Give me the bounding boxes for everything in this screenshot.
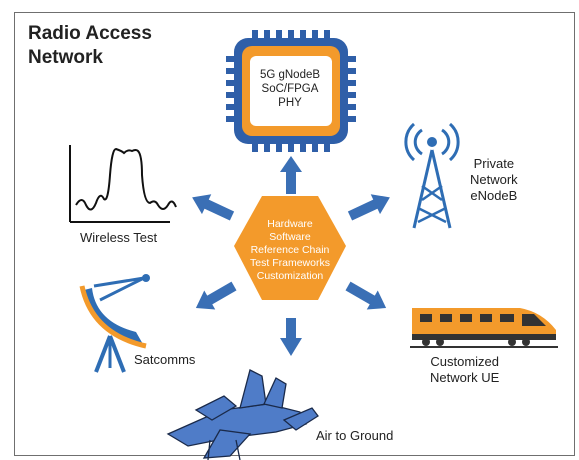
arrow-lower-left: [195, 281, 237, 310]
center-line-1: Hardware: [267, 218, 313, 230]
center-hexagon: [234, 196, 346, 300]
customized-ue-line-2: Network UE: [430, 370, 500, 385]
chip-line-2: SoC/FPGA: [261, 83, 319, 95]
diagram-title: Radio Access Network: [28, 22, 152, 70]
customized-ue-line-1: Customized: [430, 354, 499, 369]
satcomms-label: Satcomms: [134, 352, 196, 367]
waveform-icon: [69, 145, 177, 223]
center-line-5: Customization: [256, 270, 324, 282]
private-network-label: Private Network eNodeB: [470, 156, 518, 204]
title-line-2: Network: [28, 47, 103, 68]
arrow-upper-left: [192, 194, 235, 221]
arrow-lower-right: [345, 281, 387, 310]
satellite-dish-icon: [79, 274, 150, 373]
train-icon: [410, 308, 558, 348]
center-label: Hardware Software Reference Chain Test F…: [230, 218, 350, 283]
arrow-up: [280, 156, 302, 194]
private-network-line-1: Private: [473, 156, 515, 171]
chip-label: 5G gNodeB SoC/FPGA PHY: [250, 68, 330, 110]
chip-line-3: PHY: [278, 97, 302, 109]
title-line-1: Radio Access: [28, 23, 152, 44]
air-to-ground-label: Air to Ground: [316, 428, 394, 443]
arrow-down: [280, 318, 302, 356]
private-network-line-2: Network: [470, 172, 518, 187]
center-line-3: Reference Chain: [250, 244, 330, 256]
center-line-2: Software: [269, 231, 311, 243]
chip-icon: [226, 30, 356, 152]
center-line-4: Test Frameworks: [250, 257, 330, 269]
jet-icon: [166, 369, 319, 460]
customized-ue-label: Customized Network UE: [430, 354, 499, 386]
tower-icon: [404, 122, 460, 229]
private-network-line-3: eNodeB: [470, 188, 518, 203]
chip-line-1: 5G gNodeB: [259, 69, 321, 81]
arrow-upper-right: [347, 194, 390, 221]
arrows: [192, 156, 390, 356]
wireless-test-label: Wireless Test: [80, 230, 158, 245]
